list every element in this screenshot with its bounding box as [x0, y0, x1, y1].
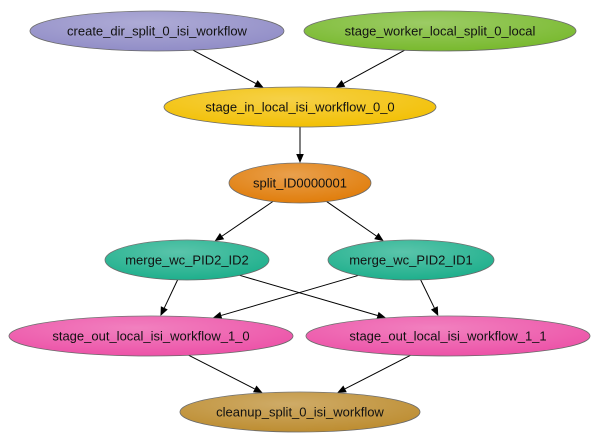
edge-arrowhead	[296, 154, 304, 163]
node-highlight	[229, 163, 371, 203]
edge-line	[221, 274, 359, 316]
edge-arrowhead	[252, 385, 263, 393]
edge-arrowhead	[376, 311, 387, 320]
edge-line	[344, 354, 411, 390]
edges-layer	[160, 49, 439, 393]
edge-merge_id2-to-stage_out_1	[239, 274, 387, 320]
node-highlight	[9, 316, 293, 356]
edge-line	[192, 49, 257, 84]
node-highlight	[304, 11, 576, 51]
edge-arrowhead	[254, 80, 264, 88]
edge-line	[221, 201, 274, 237]
edge-line	[420, 279, 435, 309]
edge-line	[343, 49, 405, 84]
node-label: stage_in_local_isi_workflow_0_0	[205, 100, 394, 115]
node-label: stage_out_local_isi_workflow_1_1	[349, 329, 546, 344]
edge-create_dir-to-stage_in	[192, 49, 264, 88]
node-cleanup: cleanup_split_0_isi_workflow	[179, 391, 421, 433]
edge-line	[239, 274, 378, 316]
node-stage_out_0: stage_out_local_isi_workflow_1_0	[8, 315, 294, 357]
edge-arrowhead	[160, 306, 168, 317]
node-stage_worker: stage_worker_local_split_0_local	[303, 10, 577, 52]
node-label: create_dir_split_0_isi_workflow	[67, 24, 248, 39]
edge-split-to-merge_id2	[214, 201, 274, 242]
node-label: stage_worker_local_split_0_local	[345, 24, 536, 39]
edge-arrowhead	[214, 232, 225, 242]
edge-line	[188, 354, 255, 390]
edge-merge_id1-to-stage_out_0	[212, 274, 359, 320]
node-merge_id2: merge_wc_PID2_ID2	[104, 239, 270, 281]
node-label: merge_wc_PID2_ID2	[125, 253, 249, 268]
edge-arrowhead	[430, 306, 439, 317]
edge-arrowhead	[374, 232, 384, 242]
edge-arrowhead	[337, 385, 347, 393]
edge-merge_id2-to-stage_out_0	[160, 279, 179, 317]
edge-line	[163, 279, 179, 309]
node-split: split_ID0000001	[228, 162, 372, 204]
node-highlight	[180, 392, 420, 432]
node-label: merge_wc_PID2_ID1	[349, 253, 473, 268]
node-merge_id1: merge_wc_PID2_ID1	[327, 239, 495, 281]
edge-stage_in-to-split	[296, 127, 304, 163]
node-highlight	[164, 87, 436, 127]
node-create_dir: create_dir_split_0_isi_workflow	[29, 10, 285, 52]
edge-split-to-merge_id1	[326, 201, 384, 242]
node-highlight	[306, 316, 590, 356]
node-highlight	[105, 240, 269, 280]
nodes-layer: create_dir_split_0_isi_workflow stage_wor…	[8, 10, 591, 433]
edge-stage_out_0-to-cleanup	[188, 354, 263, 393]
node-label: split_ID0000001	[253, 176, 347, 191]
node-stage_in: stage_in_local_isi_workflow_0_0	[163, 86, 437, 128]
edge-merge_id1-to-stage_out_1	[420, 279, 439, 317]
node-label: cleanup_split_0_isi_workflow	[216, 405, 384, 420]
node-stage_out_1: stage_out_local_isi_workflow_1_1	[305, 315, 591, 357]
edge-line	[326, 201, 377, 237]
node-label: stage_out_local_isi_workflow_1_0	[52, 329, 249, 344]
edge-stage_worker-to-stage_in	[335, 49, 405, 88]
node-highlight	[328, 240, 494, 280]
node-highlight	[30, 11, 284, 51]
edge-arrowhead	[335, 80, 346, 88]
edge-stage_out_1-to-cleanup	[337, 354, 411, 393]
edge-arrowhead	[212, 311, 223, 320]
